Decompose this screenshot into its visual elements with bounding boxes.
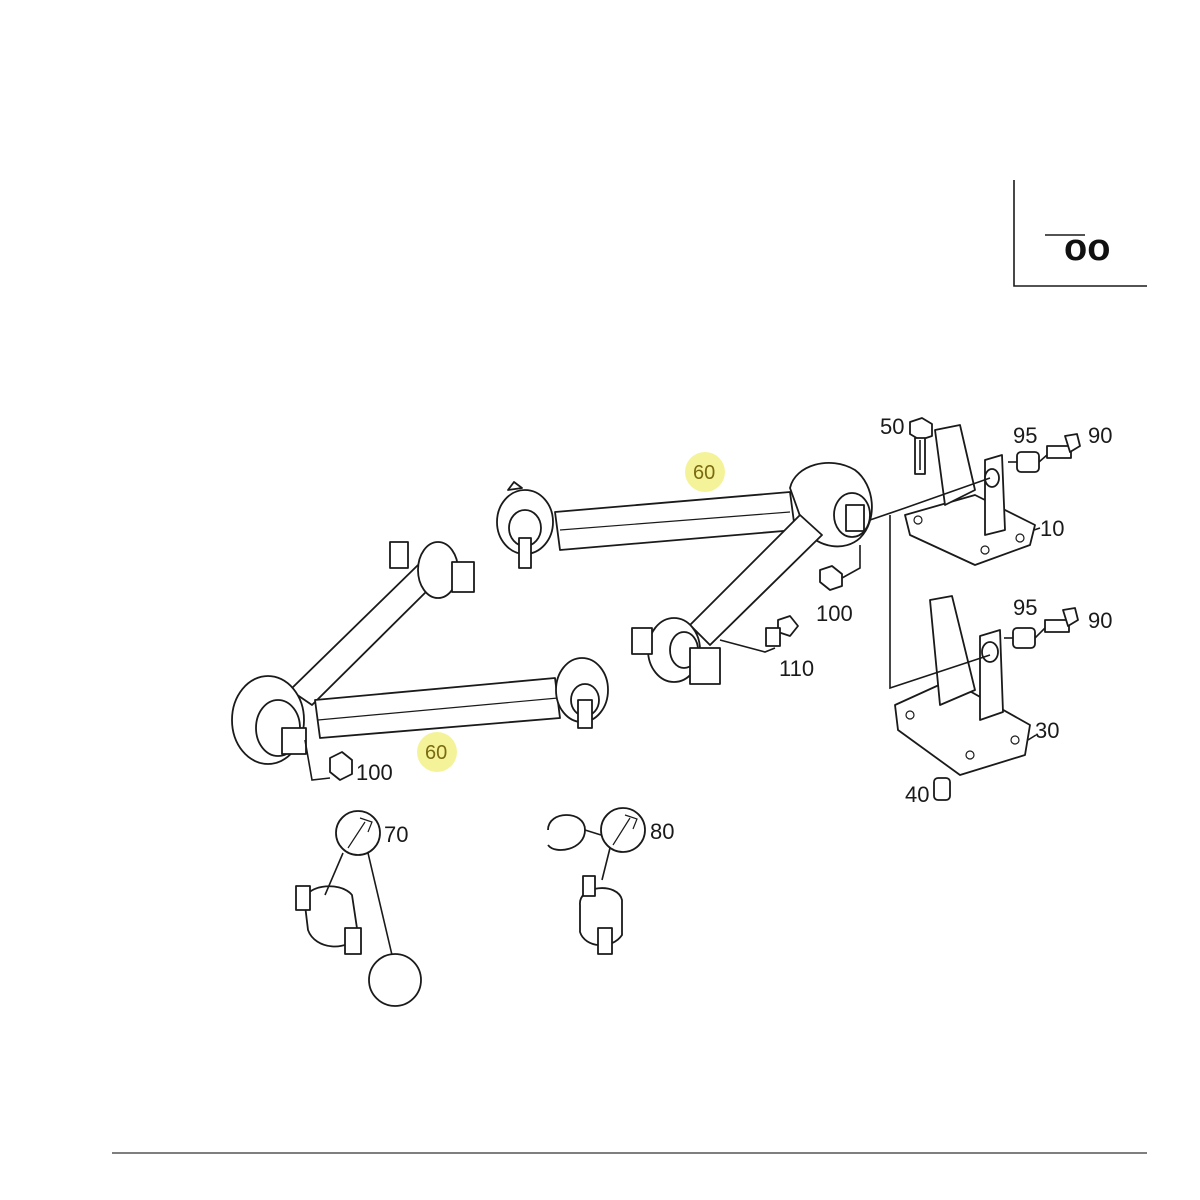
callout-90-upper: 90 [1088,423,1112,448]
callout-30: 30 [1035,718,1059,743]
sleeve-95-upper [1016,451,1040,473]
callout-10: 10 [1040,516,1064,541]
bush-40 [933,777,951,801]
bolt-50 [909,417,933,475]
callout-90-lower: 90 [1088,608,1112,633]
highlight-marker [417,732,457,772]
repair-kit-80 [547,807,646,955]
bolt-90-upper [1046,433,1081,459]
nut-100-lower [329,751,353,781]
torque-rod-diagonal [631,514,823,685]
callout-95-lower: 95 [1013,595,1037,620]
torque-rod-upper [496,462,873,569]
callout-100-upper: 100 [816,601,853,626]
callout-95-upper: 95 [1013,423,1037,448]
bracket-30 [894,595,1031,776]
bracket-10 [904,424,1036,566]
corner-badge-text: oo [1064,227,1110,269]
repair-kit-70 [295,810,422,1007]
highlight-marker [685,452,725,492]
torque-rod-lower [231,541,609,765]
leader-lines [304,440,1048,956]
sleeve-95-lower [1012,627,1036,649]
callout-50: 50 [880,414,904,439]
callout-110: 110 [779,656,814,681]
bolt-90-lower [1044,607,1079,633]
bolt-110 [765,615,799,647]
callout-60-lower: 60 [425,742,447,764]
nut-100-upper [819,565,843,591]
corner-badge: oo [1013,180,1147,287]
callout-40: 40 [905,782,929,807]
callout-70: 70 [384,822,408,847]
callout-60-upper: 60 [693,462,715,484]
callout-80: 80 [650,819,674,844]
callout-100-lower: 100 [356,760,393,785]
